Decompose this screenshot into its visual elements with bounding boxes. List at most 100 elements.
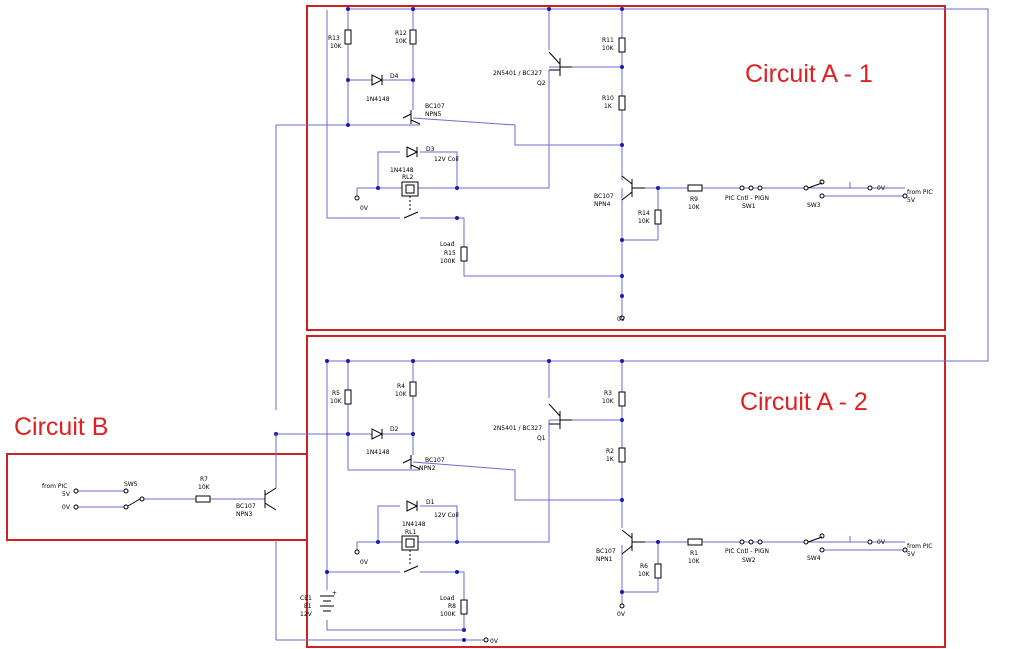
- r9-resistor: [687, 184, 703, 192]
- label: R6: [640, 563, 648, 570]
- circuit-b-title: Circuit B: [14, 413, 108, 441]
- rl1-relay: [401, 535, 419, 573]
- label: 0V: [360, 559, 369, 566]
- label: 12V Coil: [434, 512, 459, 519]
- label: BC107: [425, 457, 445, 464]
- sw2-switch: [739, 539, 763, 545]
- d1-diode: [406, 500, 419, 512]
- q1-pnp-transistor: [548, 403, 572, 429]
- sw4-switch: [803, 533, 825, 553]
- r3-resistor: [618, 391, 626, 407]
- r1-resistor: [687, 538, 703, 546]
- npn4-transistor: [621, 175, 645, 201]
- d3-diode: [406, 146, 419, 158]
- label: Load: [440, 241, 455, 248]
- label: NPN2: [419, 465, 436, 472]
- label: R3: [604, 390, 612, 397]
- label: D3: [426, 146, 435, 153]
- label: 10K: [395, 38, 408, 45]
- r2-resistor: [618, 447, 626, 463]
- label: Q2: [537, 80, 546, 87]
- r10-resistor: [618, 95, 626, 111]
- svg-text:+: +: [332, 590, 337, 597]
- label: 1N4148: [390, 167, 414, 174]
- label: 10K: [395, 391, 408, 398]
- label: 5V: [62, 491, 71, 498]
- label: 10K: [330, 43, 343, 50]
- label: 1K: [606, 456, 615, 463]
- label: R2: [606, 448, 614, 455]
- label: 10K: [638, 218, 651, 225]
- label: 0V: [617, 611, 626, 618]
- gnd-terminal: [483, 637, 489, 643]
- label: 1K: [604, 103, 613, 110]
- label: 5V: [907, 551, 916, 558]
- 0v-terminal: [73, 504, 79, 510]
- label: BC107: [594, 193, 614, 200]
- label: 100K: [440, 258, 456, 265]
- r6-resistor: [654, 563, 662, 579]
- label: NPN5: [425, 111, 442, 118]
- circuit-a1-title: Circuit A - 1: [745, 60, 873, 88]
- rl2-relay: [401, 181, 419, 219]
- label: SW1: [742, 203, 756, 210]
- label: R12: [395, 30, 407, 37]
- label: 0V: [617, 316, 626, 323]
- label: SW4: [807, 555, 821, 562]
- label: 10K: [602, 398, 615, 405]
- label: 100K: [440, 611, 456, 618]
- r5-resistor: [344, 389, 352, 405]
- r15-resistor: [460, 246, 468, 262]
- sw5-switch: [123, 488, 145, 510]
- label: E1: [304, 603, 312, 610]
- 5v-terminal: [902, 193, 908, 199]
- label: 12V Coil: [434, 156, 459, 163]
- label: PIC Cntl - PIGN: [725, 195, 769, 202]
- r14-resistor: [654, 209, 662, 225]
- label: NPN1: [596, 556, 613, 563]
- r7-resistor: [195, 495, 211, 503]
- circuit-a2: + R5 10K R4 10K R3 10K R2 1K D2 1N: [274, 359, 932, 645]
- label: 0V: [490, 638, 499, 645]
- label: D1: [426, 499, 435, 506]
- label: R11: [602, 37, 614, 44]
- circuit-a1-box: [306, 5, 946, 331]
- 0v-terminal: [867, 185, 873, 191]
- label: RL2: [402, 174, 414, 181]
- label: R15: [444, 250, 456, 257]
- label: from PIC: [907, 543, 932, 550]
- sw1-switch: [739, 185, 763, 191]
- gnd-terminal: [354, 195, 360, 201]
- label: D4: [390, 73, 399, 80]
- label: 5V: [907, 197, 916, 204]
- label: BC107: [596, 548, 616, 555]
- label: R1: [690, 550, 698, 557]
- label: from PIC: [42, 483, 67, 490]
- 0v-terminal: [867, 539, 873, 545]
- label: 0V: [360, 205, 369, 212]
- circuit-a2-title: Circuit A - 2: [740, 388, 868, 416]
- r13-resistor: [344, 29, 352, 45]
- label: 10K: [688, 204, 701, 211]
- label: NPN4: [594, 201, 611, 208]
- label: 10K: [330, 398, 343, 405]
- npn3-transistor: [264, 487, 277, 511]
- label: 1N4148: [402, 521, 426, 528]
- gnd-terminal: [354, 549, 360, 555]
- gnd-terminal: [619, 315, 625, 321]
- label: CE1: [300, 595, 312, 602]
- label: 1N4148: [366, 449, 390, 456]
- label: SW3: [807, 202, 821, 209]
- battery: +: [320, 590, 337, 612]
- npn1-transistor: [621, 529, 645, 555]
- label: BC107: [236, 503, 256, 510]
- q2-pnp-transistor: [548, 51, 572, 76]
- label: R14: [638, 210, 650, 217]
- label: Load: [440, 595, 455, 602]
- label: 0V: [62, 504, 71, 511]
- r4-resistor: [409, 381, 417, 397]
- label: 1N4148: [366, 96, 390, 103]
- label: R13: [328, 35, 340, 42]
- label: BC107: [425, 103, 445, 110]
